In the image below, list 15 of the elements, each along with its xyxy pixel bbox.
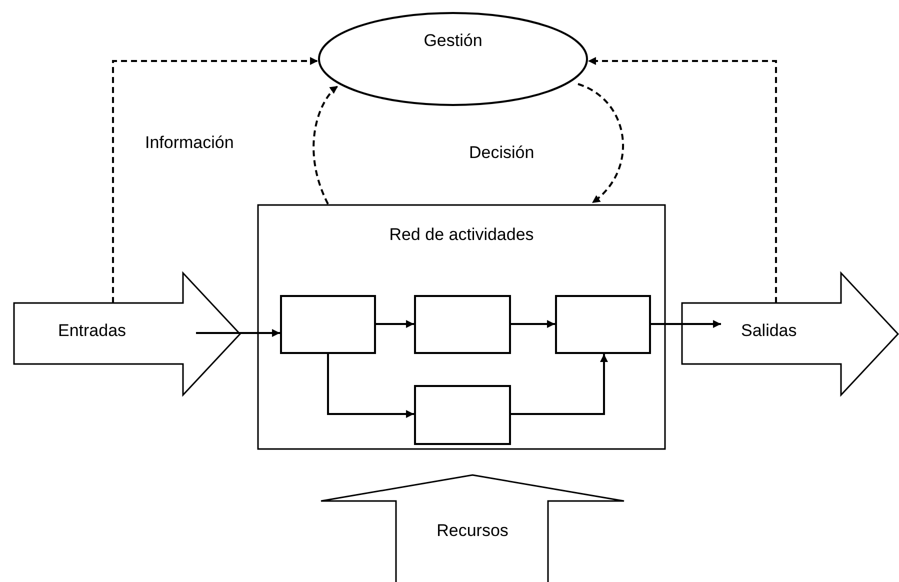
node-label: Salidas	[741, 320, 797, 342]
dashed-arrow	[588, 57, 777, 303]
dashed-arrow	[578, 83, 624, 204]
dashed-arrow	[112, 57, 318, 303]
node-label: Entradas	[58, 320, 126, 342]
arrow	[511, 354, 608, 415]
node-label: Red de actividades	[388, 224, 535, 246]
arrow	[651, 320, 721, 328]
arrow	[327, 354, 414, 418]
arrow	[376, 320, 414, 328]
node-label: Recursos	[436, 520, 510, 542]
dashed-arrow	[312, 85, 339, 204]
arrow	[196, 329, 280, 337]
arrow	[511, 320, 555, 328]
node-label: Gestión	[422, 30, 484, 52]
